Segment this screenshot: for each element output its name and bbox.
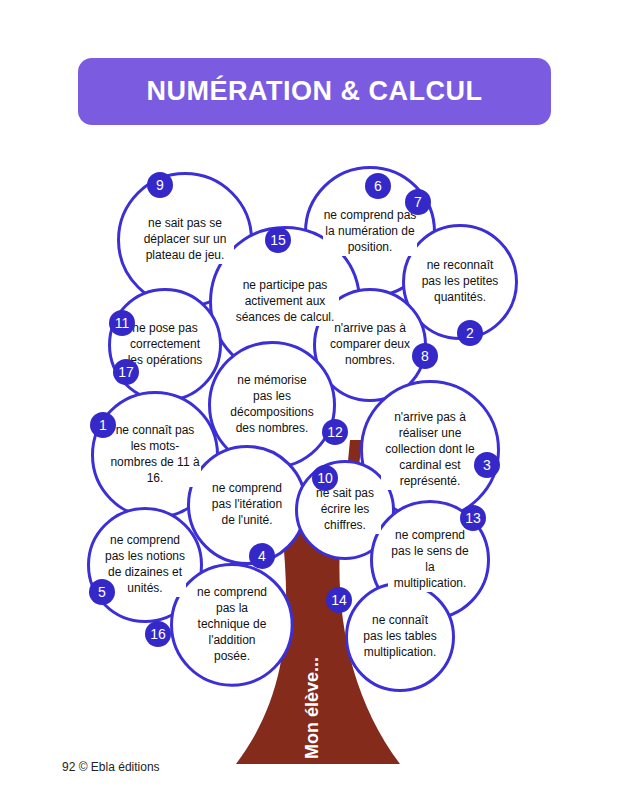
circle-text: ne pose pas correctement les opérations [125,321,206,369]
circle-text: ne sait pas écrire les chiffres. [310,486,381,534]
footer-text: 92 © Ebla éditions [62,760,160,774]
circle-text: ne mémorise pas les décompositions des n… [227,373,318,437]
circle-shape [189,447,306,564]
problem-circle: ne connaît pas les tables multiplication… [345,582,455,692]
circle-text: ne comprend pas le sens de la multiplica… [388,528,473,592]
trunk-label: Mon élève... [302,657,323,759]
circle-text: ne comprend pas l'itération de l'unité. [205,481,290,529]
circle-text: ne comprend pas la technique de l'additi… [191,585,272,665]
circle-text: ne sait pas se déplacer sur un plateau d… [137,216,234,264]
callout-number: 1 [90,412,116,438]
callout-number: 2 [457,320,483,346]
title-banner: NUMÉRATION & CALCUL [78,58,551,125]
circle-text: ne participe pas activement aux séances … [231,278,339,326]
problem-circle: ne comprend pas la technique de l'additi… [170,563,294,687]
callout-number: 16 [145,621,171,647]
callout-number: 12 [322,419,348,445]
circle-shape [172,565,293,686]
callout-number: 7 [405,189,431,215]
circle-text: n'arrive pas à comparer deux nombres. [330,321,411,369]
circle-shape [347,584,454,691]
callout-number: 15 [265,227,291,253]
callout-number: 6 [365,173,391,199]
callout-number: 9 [147,172,173,198]
circle-text: n'arrive pas à réaliser une collection d… [381,410,480,490]
callout-number: 3 [474,452,500,478]
callout-number: 10 [312,465,338,491]
circle-text: ne reconnaît pas les petites quantités. [419,258,501,306]
callout-number: 13 [460,505,486,531]
circle-shape [110,290,221,401]
callout-number: 4 [249,543,275,569]
callout-number: 5 [89,579,115,605]
circle-text: ne comprend pas la numération de positio… [323,208,417,256]
title-text: NUMÉRATION & CALCUL [147,76,483,107]
circle-text: ne comprend pas les notions de dizaines … [104,533,186,597]
callout-number: 11 [109,310,135,336]
circle-text: ne connaît pas les tables multiplication… [361,613,439,661]
problem-circle: ne comprend pas l'itération de l'unité. [187,445,307,565]
callout-number: 8 [412,343,438,369]
callout-number: 17 [113,359,139,385]
circle-text: ne connaît pas les mots-nombres de 11 à … [110,423,201,487]
callout-number: 14 [326,587,352,613]
